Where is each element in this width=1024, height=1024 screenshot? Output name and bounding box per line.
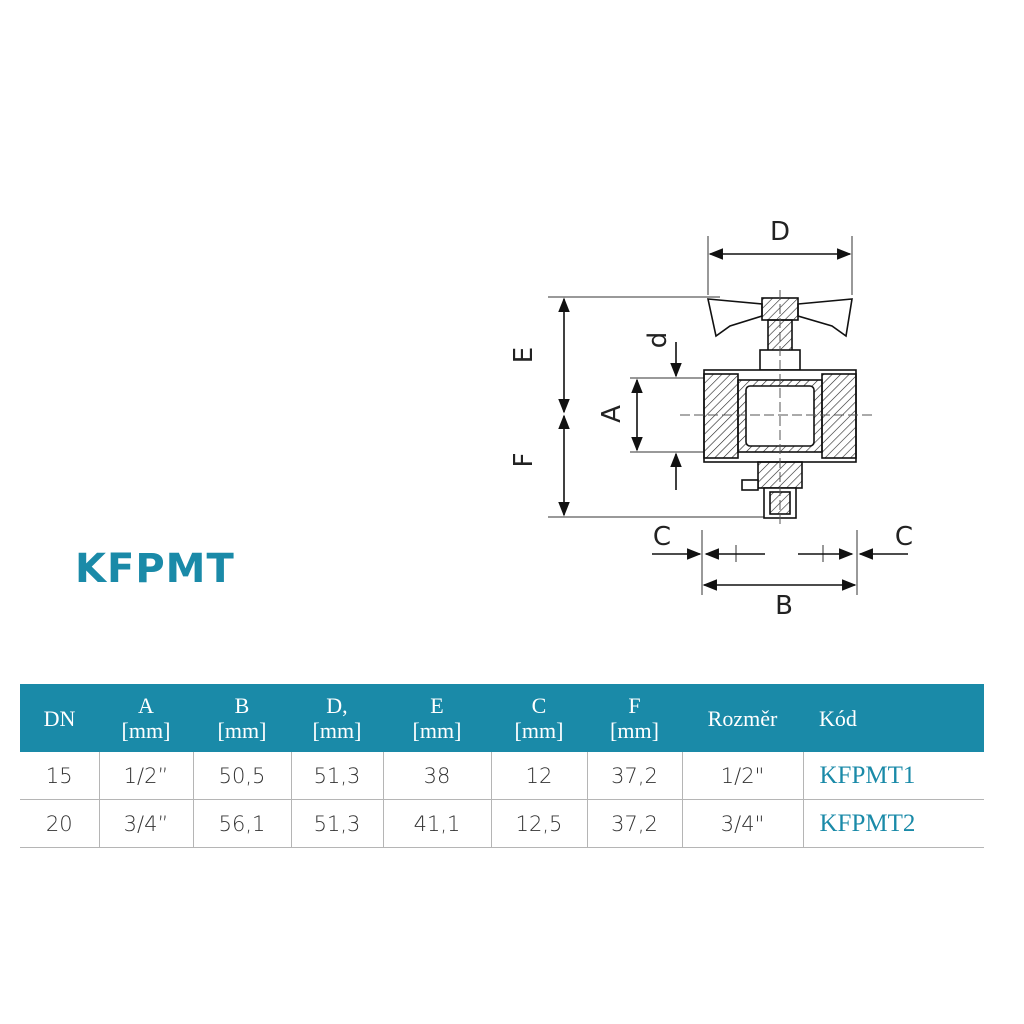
product-title: KFPMT [75,546,235,592]
thread-left [703,373,739,459]
header-kod: Kód [819,705,857,731]
thread-right [821,373,857,459]
header-d: D,[mm] [312,693,362,743]
centerlines [680,290,875,525]
extension-lines [548,236,858,595]
label-C-left: C [653,522,671,552]
header-a: A[mm] [121,693,171,743]
valve-drawing-svg: D d E F A C C B [509,217,913,621]
cell-c: 12,5 [491,799,588,848]
label-d: d [643,332,673,349]
table-header-row: DN A[mm] B[mm] D,[mm] E[mm] C[mm] F[mm] … [20,684,984,752]
cell-e: 41,1 [383,799,492,848]
cell-dn: 15 [20,752,100,800]
header-dn: DN [43,705,76,731]
cell-d: 51,3 [291,752,384,800]
cell-kod: KFPMT2 [803,799,984,848]
header-e: E[mm] [412,693,462,743]
cell-d: 51,3 [291,799,384,848]
label-D: D [770,217,790,247]
cell-c: 12 [491,752,588,800]
label-C-right: C [895,522,913,552]
cell-b: 56,1 [193,799,292,848]
butterfly-handle [706,298,763,338]
header-b: B[mm] [217,693,267,743]
header-c: C[mm] [514,693,564,743]
cell-e: 38 [383,752,492,800]
cell-f: 37,2 [587,752,683,800]
spec-table: DN A[mm] B[mm] D,[mm] E[mm] C[mm] F[mm] … [20,684,984,848]
cell-a: 1/2” [99,752,194,800]
header-rozmer: Rozměr [707,705,778,731]
cell-rozmer: 1/2" [682,752,804,800]
cell-b: 50,5 [193,752,292,800]
table-row: 15 1/2” 50,5 51,3 38 12 37,2 1/2" KFPMT1 [20,752,984,800]
cell-f: 37,2 [587,799,683,848]
label-B: B [775,591,793,621]
cell-a: 3/4” [99,799,194,848]
dimension-lines [558,248,908,591]
valve-technical-drawing: D d E F A C C B [480,200,960,640]
label-A: A [597,405,627,423]
cell-kod: KFPMT1 [803,752,984,800]
cell-dn: 20 [20,799,100,848]
label-F: F [509,453,539,468]
table-row: 20 3/4” 56,1 51,3 41,1 12,5 37,2 3/4" KF… [20,799,984,848]
header-f: F[mm] [610,693,659,743]
cell-rozmer: 3/4" [682,799,804,848]
label-E: E [509,347,539,363]
